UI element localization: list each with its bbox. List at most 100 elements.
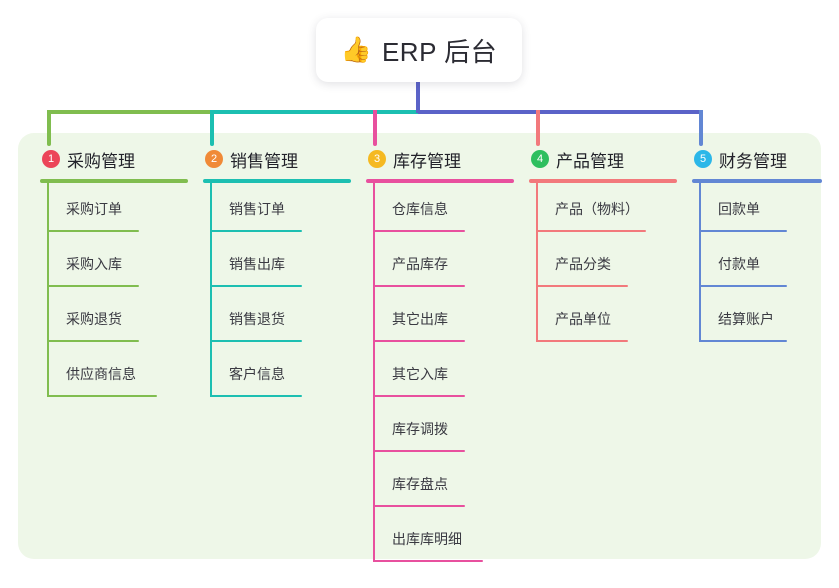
leaf-item[interactable]: 客户信息 [203,348,351,403]
column-items: 销售订单销售出库销售退货客户信息 [203,183,351,403]
column-items: 回款单付款单结算账户 [692,183,822,348]
column-spine [47,183,49,397]
column-title: 库存管理 [393,151,461,171]
leaf-item-label: 库存调拨 [392,421,448,437]
column-spine [536,183,538,342]
leaf-item-rule [699,285,787,287]
leaf-item-label: 销售订单 [229,201,285,217]
column-header-2[interactable]: 2 销售管理 [203,146,351,172]
leaf-item-rule [210,340,302,342]
leaf-item[interactable]: 产品分类 [529,238,677,293]
leaf-item-label: 采购订单 [66,201,122,217]
leaf-item-rule [536,340,628,342]
column-items: 产品（物料） 产品分类产品单位 [529,183,677,348]
thumbs-up-icon: 👍 [340,35,372,64]
bus-segment-1 [47,110,210,114]
column-title: 产品管理 [556,151,624,171]
leaf-item[interactable]: 其它出库 [366,293,514,348]
column-title: 采购管理 [67,151,135,171]
leaf-item[interactable]: 结算账户 [692,293,822,348]
column-title: 财务管理 [719,151,787,171]
leaf-item-rule [373,340,465,342]
leaf-item[interactable]: 采购入库 [40,238,188,293]
branch-column-2[interactable]: 2 销售管理销售订单销售出库销售退货客户信息 [203,146,351,403]
leaf-item[interactable]: 产品（物料） [529,183,677,238]
leaf-item-label: 产品分类 [555,256,611,272]
leaf-item[interactable]: 库存盘点 [366,458,514,513]
leaf-item-label: 采购入库 [66,256,122,272]
leaf-item-label: 付款单 [718,256,760,272]
column-rule [529,179,677,183]
leaf-item-rule [536,230,646,232]
column-items: 采购订单采购入库采购退货供应商信息 [40,183,188,403]
leaf-item-label: 结算账户 [718,311,774,327]
column-rule [203,179,351,183]
leaf-item-rule [47,230,139,232]
leaf-item-label: 仓库信息 [392,201,448,217]
drop-connector-5 [699,110,703,146]
branch-column-4[interactable]: 4 产品管理产品（物料） 产品分类产品单位 [529,146,677,348]
leaf-item-rule [536,285,628,287]
root-trunk-connector [416,78,420,113]
drop-connector-4 [536,110,540,146]
drop-connector-3 [373,110,377,146]
leaf-item-label: 其它入库 [392,366,448,382]
leaf-item[interactable]: 销售出库 [203,238,351,293]
root-node[interactable]: 👍 ERP 后台 [316,18,522,82]
leaf-item[interactable]: 其它入库 [366,348,514,403]
branch-column-1[interactable]: 1 采购管理采购订单采购入库采购退货供应商信息 [40,146,188,403]
leaf-item[interactable]: 库存调拨 [366,403,514,458]
branch-column-5[interactable]: 5 财务管理回款单付款单结算账户 [692,146,822,348]
column-spine [210,183,212,397]
leaf-item[interactable]: 采购退货 [40,293,188,348]
column-spine [699,183,701,342]
column-badge-4: 4 [531,150,549,168]
column-badge-2: 2 [205,150,223,168]
column-spine [373,183,375,562]
column-header-4[interactable]: 4 产品管理 [529,146,677,172]
leaf-item-label: 其它出库 [392,311,448,327]
column-rule [366,179,514,183]
leaf-item[interactable]: 销售退货 [203,293,351,348]
leaf-item-rule [373,450,465,452]
leaf-item-rule [373,395,465,397]
leaf-item-rule [210,395,302,397]
leaf-item[interactable]: 仓库信息 [366,183,514,238]
column-title: 销售管理 [230,151,298,171]
leaf-item-label: 销售出库 [229,256,285,272]
leaf-item[interactable]: 产品库存 [366,238,514,293]
leaf-item[interactable]: 采购订单 [40,183,188,238]
drop-connector-2 [210,110,214,146]
leaf-item[interactable]: 销售订单 [203,183,351,238]
column-header-5[interactable]: 5 财务管理 [692,146,822,172]
leaf-item-rule [47,340,139,342]
column-badge-1: 1 [42,150,60,168]
drop-connector-1 [47,110,51,146]
leaf-item-rule [373,285,465,287]
leaf-item[interactable]: 付款单 [692,238,822,293]
leaf-item-label: 产品单位 [555,311,611,327]
diagram-panel [18,133,821,559]
leaf-item-rule [47,395,157,397]
root-node-title: ERP 后台 [381,36,498,67]
leaf-item-rule [373,505,465,507]
leaf-item-rule [373,230,465,232]
leaf-item-rule [47,285,139,287]
column-badge-5: 5 [694,150,712,168]
leaf-item-rule [210,230,302,232]
leaf-item-label: 产品（物料） [555,201,639,217]
leaf-item-rule [373,560,483,562]
leaf-item[interactable]: 出库库明细 [366,513,514,568]
bus-segment-3 [418,110,703,114]
leaf-item[interactable]: 供应商信息 [40,348,188,403]
leaf-item-label: 销售退货 [229,311,285,327]
leaf-item[interactable]: 回款单 [692,183,822,238]
column-header-1[interactable]: 1 采购管理 [40,146,188,172]
leaf-item-label: 出库库明细 [392,531,462,547]
leaf-item[interactable]: 产品单位 [529,293,677,348]
leaf-item-label: 采购退货 [66,311,122,327]
column-items: 仓库信息产品库存其它出库其它入库库存调拨库存盘点出库库明细 [366,183,514,568]
leaf-item-rule [699,340,787,342]
